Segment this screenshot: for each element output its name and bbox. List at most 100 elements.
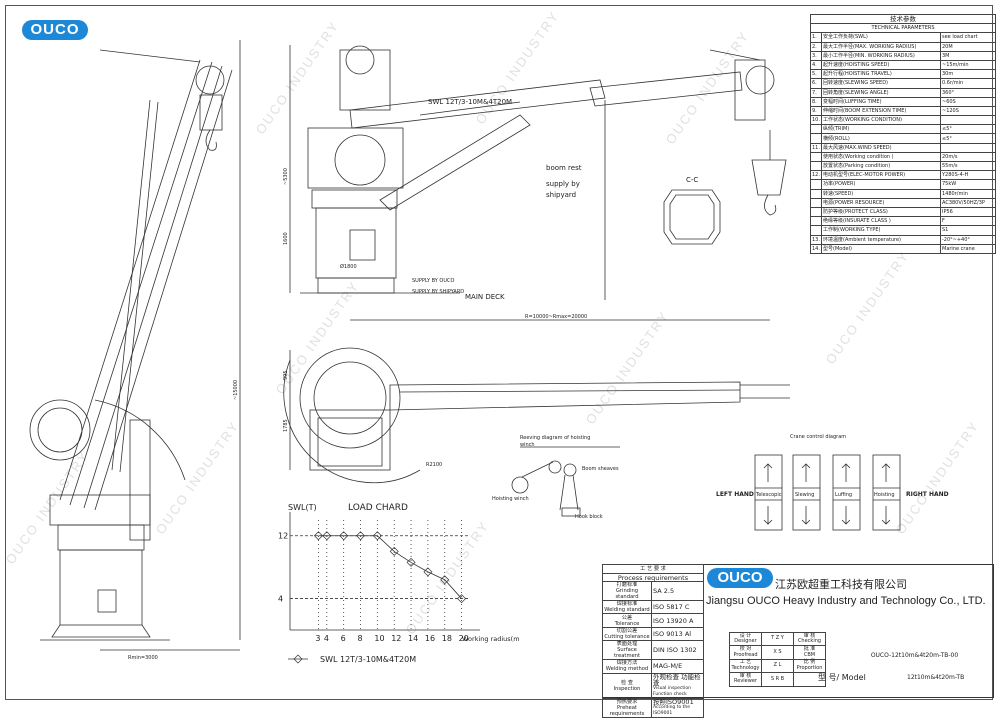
spec-no (810, 151, 822, 163)
process-name-cn: 焊接方法 (616, 660, 638, 667)
process-value-text: 外观检查 功能检查 (653, 672, 701, 687)
radius-label: R=10000~Rmax=20000 (525, 314, 587, 320)
reeving-title-2: winch (520, 442, 535, 448)
company-name-en: Jiangsu OUCO Heavy Industry and Technolo… (706, 595, 986, 607)
spec-row: 功率(POWER)75kW (810, 179, 996, 190)
spec-no: 3. (810, 50, 822, 61)
process-name-cn: 表面处理 (616, 641, 638, 648)
data-point (406, 557, 416, 567)
legend-label: SWL 12T/3-10M&4T20M (320, 655, 416, 664)
spec-title-en: TECHNICAL PARAMETERS (810, 23, 996, 34)
spec-row: 防护等级(PROTECT CLASS)IP56 (810, 206, 996, 218)
data-point (313, 531, 323, 541)
spec-value: 360° (940, 87, 996, 98)
signoff-cn2: 审 核 (803, 632, 816, 639)
supply-by-label: supply by (546, 180, 580, 188)
spec-row: 14.型号(Model)Marine crane (810, 243, 996, 254)
process-name-cn: 打磨标准 (616, 582, 638, 588)
control-luffing-label: Luffing (835, 492, 852, 498)
signoff-value: T Z Y (771, 635, 784, 642)
process-name-en: Preheat requirements (609, 704, 645, 717)
process-name-cn: 切割公差 (616, 627, 638, 634)
signoff-en2: CBM (803, 651, 816, 658)
spec-row: 9.伸缩时间(BOOM EXTENSION TIME)~120S (810, 105, 996, 117)
spec-name: 最大风速(MAX.WIND SPEED) (821, 142, 941, 153)
drawing-frame (5, 5, 993, 700)
spec-no: 8. (810, 96, 822, 107)
boom-sheaves-label: Boom sheaves (582, 466, 619, 472)
spec-no: 9. (810, 105, 822, 117)
spec-no: 6. (810, 78, 822, 89)
signoff-cn: 工 艺 (739, 659, 752, 666)
data-point (356, 531, 366, 541)
spec-value: Marine crane (940, 243, 996, 254)
spec-no (810, 216, 822, 227)
spec-no: 13. (810, 234, 822, 245)
process-name-en: Welding method (605, 666, 649, 673)
spec-no (810, 225, 822, 236)
spec-name: 使用状态(Working condition ) (821, 151, 941, 163)
shipyard-label: shipyard (546, 191, 576, 199)
spec-no (810, 133, 822, 144)
spec-name: 放置状态(Parking condition) (821, 160, 941, 172)
spec-value: 55m/s (940, 160, 996, 172)
spec-name: 最大工作半径(MAX. WORKING RADIUS) (821, 41, 941, 52)
process-value: DIN ISO 1302 (651, 640, 704, 661)
process-value: MAG-M/E (651, 659, 704, 674)
data-point (322, 531, 332, 541)
spec-name: 环境温度(Ambient temperature) (821, 234, 941, 245)
spec-row: 4.起升速度(HOISTING SPEED)~15m/min (810, 59, 996, 71)
spec-row: 8.变幅时间(LUFFING TIME)~60S (810, 96, 996, 107)
x-tick-label: 10 (374, 634, 384, 643)
spec-row: 1.安全工作负荷(SWL)see load chart (810, 32, 996, 43)
dim-1600: 1600 (283, 232, 289, 245)
process-name-cn: 公差 (621, 614, 633, 621)
spec-row: 横倾(ROLL)≤5° (810, 133, 996, 144)
dim-995: 995 (283, 370, 289, 380)
spec-no (810, 179, 822, 190)
signoff-en: Proofread (733, 651, 758, 658)
boom-rest-label: boom rest (546, 164, 582, 172)
x-tick-label: 16 (425, 634, 435, 643)
spec-name: 起升速度(HOISTING SPEED) (821, 59, 941, 71)
hoisting-winch-label: Hoisting winch (492, 496, 529, 502)
spec-row: 10.工作状态(WORKING CONDITION) (810, 115, 996, 126)
spec-name: 最小工作半径(MIN. WORKING RADIUS) (821, 50, 941, 61)
spec-value: ≤5° (940, 124, 996, 135)
process-value-text: SA 2.5 (653, 587, 675, 595)
spec-value: 30m (940, 69, 996, 80)
control-hoisting-label: Hoisting (874, 492, 895, 498)
data-point (389, 546, 399, 556)
process-name-cn: 预热要求 (616, 698, 638, 705)
x-tick-label: 18 (442, 634, 452, 643)
company-name-cn: 江苏欧超重工科技有限公司 (775, 579, 907, 591)
x-tick-label: 8 (358, 634, 363, 643)
spec-name: 电动机型号(ELEC-MOTOR POWER) (821, 170, 941, 181)
spec-name: 变幅时间(LUFFING TIME) (821, 96, 941, 107)
data-point (372, 531, 382, 541)
reeving-diagram (511, 446, 620, 517)
spec-value: -20°~+40° (940, 234, 996, 245)
process-value-text: ISO 5817 C (653, 603, 690, 612)
signoff-en2: Checking (797, 638, 822, 645)
spec-row: 7.回转角度(SLEWING ANGLE)360° (810, 87, 996, 98)
process-name-en: Tolerance (614, 620, 640, 627)
spec-no (810, 188, 822, 199)
process-value: ISO 13920 A (651, 613, 704, 628)
chart-xlabel: Working radius(m) (462, 635, 520, 643)
spec-value: ≤5° (940, 133, 996, 144)
dim-1785: 1785 (283, 419, 289, 432)
spec-value: 0.6r/min (940, 78, 996, 89)
spec-row: 纵倾(TRIM)≤5° (810, 124, 996, 135)
side-elevation-view (289, 45, 787, 321)
spec-row: 5.起升行程(HOISTING TRAVEL)30m (810, 69, 996, 80)
